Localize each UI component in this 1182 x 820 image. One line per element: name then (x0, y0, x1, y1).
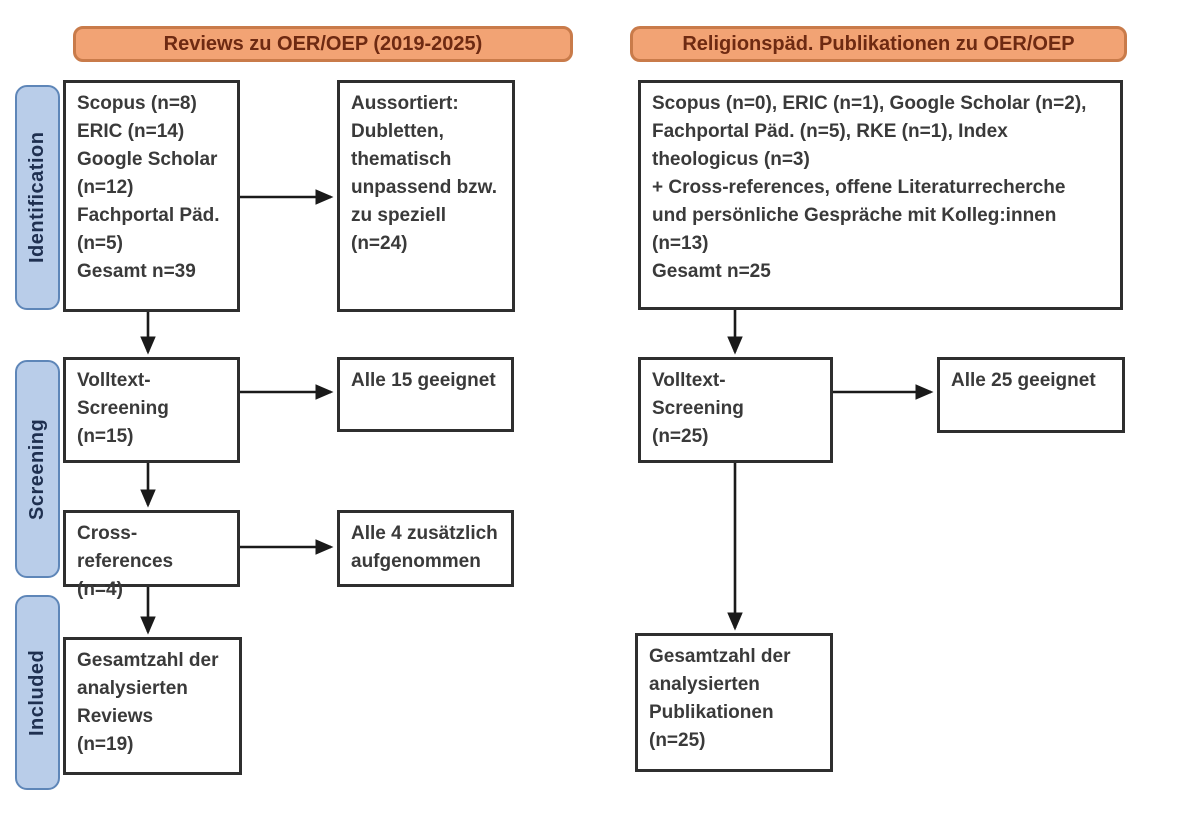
stage-label-included: Included (15, 595, 60, 790)
box-right-sources: Scopus (n=0), ERIC (n=1), Google Scholar… (638, 80, 1123, 310)
box-right-included-total: Gesamtzahl der analysierten Publikatione… (635, 633, 833, 772)
box-left-crossreferences: Cross-references (n=4) (63, 510, 240, 600)
stage-label-screening: Screening (15, 360, 60, 578)
box-left-excluded: Aussortiert: Dubletten, thematisch unpas… (337, 80, 515, 312)
column-header-religionspaed: Religionspäd. Publikationen zu OER/OEP (630, 26, 1127, 62)
box-left-included-total: Gesamtzahl der analysierten Reviews (n=1… (63, 637, 242, 775)
box-right-fulltext-result: Alle 25 geeignet (937, 357, 1125, 433)
box-left-crossref-result: Alle 4 zusätzlich aufgenommen (337, 510, 514, 587)
column-header-reviews: Reviews zu OER/OEP (2019-2025) (73, 26, 573, 62)
box-right-fulltext-screening: Volltext- Screening (n=25) (638, 357, 833, 463)
box-left-sources: Scopus (n=8) ERIC (n=14) Google Scholar … (63, 80, 240, 312)
box-left-fulltext-result: Alle 15 geeignet (337, 357, 514, 432)
stage-label-identification: Identification (15, 85, 60, 310)
box-left-fulltext-screening: Volltext- Screening (n=15) (63, 357, 240, 463)
